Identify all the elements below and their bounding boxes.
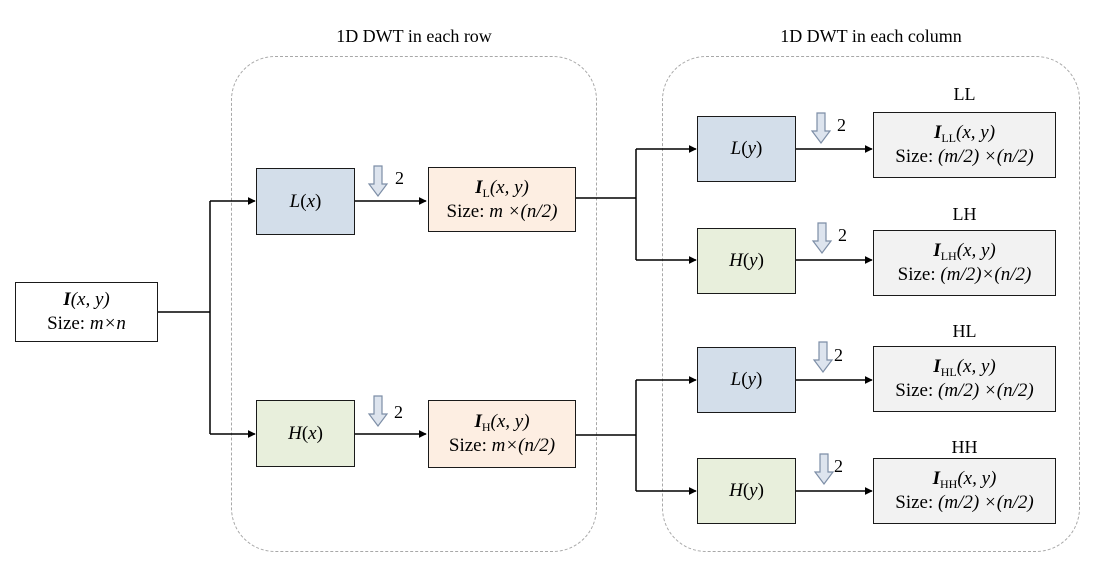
- out-args: (x, y): [957, 468, 997, 489]
- filter-fn: L: [289, 190, 301, 212]
- out-symbol: I: [933, 122, 942, 143]
- filter-arg: x: [306, 190, 315, 212]
- inter-args: (x, y): [490, 411, 530, 432]
- downsample-factor-2: 2: [394, 402, 403, 422]
- out-args: (x, y): [956, 240, 996, 261]
- down-arrow-icon: [813, 453, 835, 485]
- column-lowpass-filter-2: L(y): [697, 347, 796, 413]
- downsample-factor-1: 2: [395, 168, 404, 188]
- row-dwt-group: [231, 56, 597, 552]
- filter-fn: H: [729, 480, 743, 501]
- inter-symbol: I: [474, 411, 482, 432]
- out-size-label: Size:: [895, 492, 939, 513]
- downsample-factor-6: 2: [834, 456, 843, 476]
- out-symbol: I: [933, 240, 941, 261]
- inter-subscript: L: [482, 185, 490, 200]
- band-label-hl: HL: [952, 321, 977, 341]
- inter-subscript: H: [481, 420, 491, 434]
- filter-arg: y: [749, 480, 758, 501]
- inter-size-label: Size:: [446, 200, 490, 222]
- inter-size-value: m×(n/2): [491, 435, 556, 456]
- row-dwt-title: 1D DWT in each row: [336, 26, 492, 46]
- column-dwt-title: 1D DWT in each column: [780, 26, 962, 46]
- input-size-value: m×n: [89, 313, 126, 334]
- down-arrow-icon: [367, 395, 389, 427]
- column-highpass-filter-1: H(y): [697, 228, 796, 294]
- intermediate-high-box: IH(x, y) Size: m×(n/2): [428, 400, 576, 468]
- row-highpass-filter: H(x): [256, 400, 355, 467]
- intermediate-low-box: IL(x, y) Size: m ×(n/2): [428, 167, 576, 232]
- output-ll-box: ILL(x, y) Size: (m/2) ×(n/2): [873, 112, 1056, 178]
- out-size-value: (m/2) ×(n/2): [938, 380, 1034, 401]
- band-label-lh: LH: [952, 204, 977, 224]
- down-arrow-icon: [811, 222, 833, 254]
- out-subscript: LL: [941, 131, 957, 145]
- out-symbol: I: [933, 356, 941, 377]
- filter-arg: y: [747, 369, 756, 390]
- inter-size-value: m ×(n/2): [489, 200, 558, 222]
- filter-arg: y: [747, 138, 756, 159]
- row-lowpass-filter: L(x): [256, 168, 355, 235]
- down-arrow-icon: [812, 341, 834, 373]
- out-size-label: Size:: [895, 146, 939, 167]
- filter-fn: L: [730, 138, 742, 159]
- out-subscript: HL: [940, 365, 957, 379]
- out-subscript: HH: [940, 477, 958, 491]
- inter-args: (x, y): [489, 176, 529, 198]
- output-hl-box: IHL(x, y) Size: (m/2) ×(n/2): [873, 346, 1056, 412]
- input-symbol: I: [63, 289, 71, 310]
- output-hh-box: IHH(x, y) Size: (m/2) ×(n/2): [873, 458, 1056, 524]
- filter-arg: y: [749, 250, 758, 271]
- column-highpass-filter-2: H(y): [697, 458, 796, 524]
- downsample-factor-5: 2: [834, 345, 843, 365]
- out-size-value: (m/2) ×(n/2): [938, 146, 1034, 167]
- filter-arg: x: [308, 422, 317, 444]
- input-size-label: Size:: [47, 313, 90, 334]
- inter-symbol: I: [475, 176, 483, 198]
- downsample-factor-4: 2: [838, 225, 847, 245]
- out-size-value: (m/2)×(n/2): [940, 264, 1032, 285]
- inter-size-label: Size:: [448, 435, 492, 456]
- output-lh-box: ILH(x, y) Size: (m/2)×(n/2): [873, 230, 1056, 296]
- band-label-hh: HH: [951, 437, 978, 457]
- out-args: (x, y): [956, 356, 996, 377]
- filter-fn: H: [729, 250, 743, 271]
- down-arrow-icon: [810, 112, 832, 144]
- column-lowpass-filter-1: L(y): [697, 116, 796, 182]
- filter-fn: H: [288, 422, 302, 444]
- out-size-label: Size:: [895, 380, 939, 401]
- out-subscript: LH: [940, 249, 957, 263]
- downsample-factor-3: 2: [837, 115, 846, 135]
- out-size-value: (m/2) ×(n/2): [938, 492, 1034, 513]
- band-label-ll: LL: [953, 84, 976, 104]
- out-size-label: Size:: [897, 264, 941, 285]
- out-symbol: I: [932, 468, 941, 489]
- input-image-box: I(x, y) Size: m×n: [15, 282, 158, 342]
- out-args: (x, y): [956, 122, 996, 143]
- input-args: (x, y): [70, 289, 110, 310]
- filter-fn: L: [730, 369, 742, 390]
- column-dwt-group: [662, 56, 1080, 552]
- down-arrow-icon: [367, 165, 389, 197]
